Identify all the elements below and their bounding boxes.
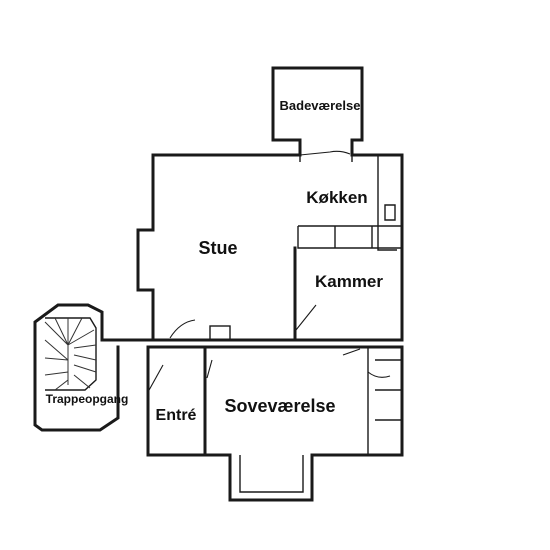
upper-walls bbox=[136, 153, 404, 342]
lower-walls bbox=[146, 345, 404, 502]
label-bathroom: Badeværelse bbox=[280, 98, 361, 113]
label-chamber: Kammer bbox=[315, 272, 383, 291]
label-entry: Entré bbox=[156, 407, 197, 424]
label-living-room: Stue bbox=[198, 238, 237, 258]
chimney bbox=[209, 325, 231, 341]
corridor-wall bbox=[116, 338, 404, 349]
label-bedroom: Soveværelse bbox=[224, 396, 335, 416]
label-stairwell: Trappeopgang bbox=[46, 392, 129, 406]
label-kitchen: Køkken bbox=[306, 188, 367, 207]
bathroom-room bbox=[271, 66, 364, 162]
stairwell bbox=[33, 303, 120, 432]
